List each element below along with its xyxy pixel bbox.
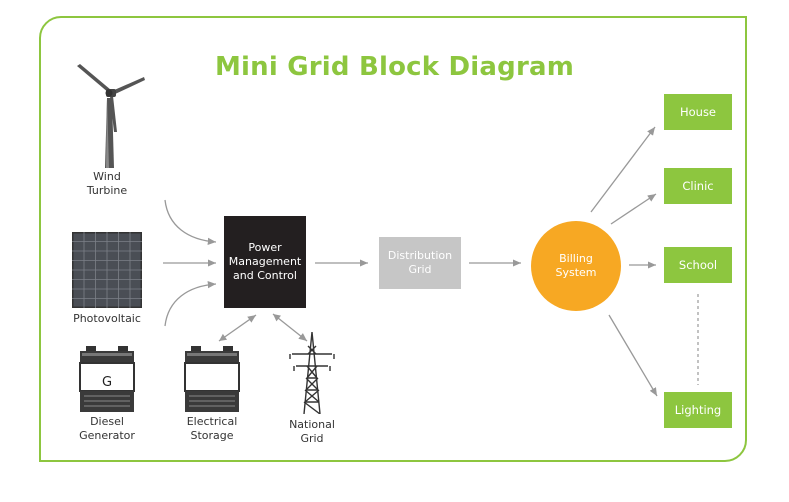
consumer-house: House	[664, 94, 732, 130]
generator-icon	[79, 346, 135, 412]
distribution-grid-box: Distribution Grid	[379, 237, 461, 289]
national-grid-label: National Grid	[289, 418, 335, 445]
billing-system-circle: Billing System	[531, 221, 621, 311]
diagram-title: Mini Grid Block Diagram	[214, 52, 575, 82]
battery-icon	[184, 346, 240, 412]
solar-panel-icon	[72, 232, 142, 308]
arrow-storage-control	[218, 314, 257, 342]
electrical-storage-label: Electrical Storage	[186, 415, 238, 442]
generator-letter: G	[101, 375, 113, 390]
diesel-generator-label: Diesel Generator	[79, 415, 135, 442]
consumer-clinic: Clinic	[664, 168, 732, 204]
consumer-lighting: Lighting	[664, 392, 732, 428]
arrow-billing-to-lighting	[608, 314, 658, 397]
arrow-national-control	[272, 313, 308, 342]
arrow-billing-to-house	[590, 126, 656, 213]
photovoltaic-label: Photovoltaic	[73, 312, 141, 325]
arrow-diesel-to-control	[164, 280, 217, 327]
power-management-control-box: Power Management and Control	[224, 216, 306, 308]
transmission-tower-icon	[289, 332, 335, 414]
arrow-billing-to-clinic	[610, 193, 657, 225]
wind-turbine-label: Wind Turbine	[86, 170, 128, 197]
arrow-wind-to-control	[164, 199, 217, 246]
consumer-school: School	[664, 247, 732, 283]
wind-turbine-icon	[77, 64, 145, 168]
diagram-frame	[39, 16, 747, 462]
